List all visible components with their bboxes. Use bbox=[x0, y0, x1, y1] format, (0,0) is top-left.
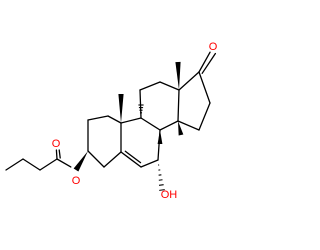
ester-carbonyl-oxygen-label: O bbox=[52, 138, 61, 150]
structure-canvas: O O O OH bbox=[5, 41, 218, 201]
wedge-c14-h bbox=[178, 121, 184, 136]
bond-c17-c13 bbox=[178, 71, 200, 91]
bond-c14-c8 bbox=[159, 120, 179, 131]
wedge-c10-methyl bbox=[118, 94, 124, 123]
bond-c1-c2 bbox=[87, 115, 109, 121]
label-layer: O O O OH bbox=[52, 41, 218, 201]
bond-c17-o-ketone bbox=[198, 51, 211, 73]
hydroxyl-label: OH bbox=[161, 189, 178, 201]
bond-c12-c13 bbox=[159, 81, 180, 91]
bond-c17-o-ketone-second-line bbox=[201, 52, 217, 74]
ketone-oxygen-label: O bbox=[209, 41, 218, 53]
bond-c13-c14 bbox=[177, 89, 180, 122]
bond-c14-c15 bbox=[177, 120, 200, 131]
wedge-c3-ester-oxygen bbox=[73, 151, 88, 172]
hashed-c7-hydroxyl-hash bbox=[158, 184, 164, 186]
bond-c5-c6-double bbox=[120, 151, 142, 168]
bond-c8-c9 bbox=[140, 117, 161, 131]
hashed-c7-hydroxyl bbox=[158, 164, 165, 191]
wedge-c13-methyl bbox=[175, 61, 181, 90]
bond-c15-c16 bbox=[198, 102, 211, 131]
bond-butyryl-c3-c4 bbox=[5, 158, 24, 171]
bond-c11-c12 bbox=[139, 81, 161, 91]
bond-butyryl-c2-c3 bbox=[22, 158, 41, 171]
bond-c9-c11 bbox=[139, 89, 142, 119]
bond-c10-c1 bbox=[107, 115, 122, 124]
bond-butyryl-c1-c2 bbox=[39, 158, 58, 171]
bond-c5-c6-double-second-line bbox=[124, 150, 142, 164]
bond-ester-carbonyl bbox=[55, 149, 58, 160]
hashed-c7-hydroxyl-hash bbox=[159, 189, 165, 191]
bond-c4-c5 bbox=[103, 151, 122, 168]
bond-o-ester-carbon bbox=[56, 158, 72, 168]
bond-c16-c17 bbox=[198, 71, 211, 104]
bond-c6-c7 bbox=[140, 159, 159, 168]
wedge-c8-h bbox=[157, 130, 163, 144]
steroid-ester-structure: O O O OH bbox=[5, 41, 218, 201]
bond-c9-c10 bbox=[120, 117, 142, 124]
hashed-c9-h bbox=[138, 104, 144, 116]
bond-layer bbox=[5, 51, 217, 191]
bond-ester-carbonyl-second-line bbox=[58, 149, 61, 159]
bond-c3-c4 bbox=[87, 150, 105, 168]
ester-linking-oxygen-label: O bbox=[72, 175, 81, 187]
